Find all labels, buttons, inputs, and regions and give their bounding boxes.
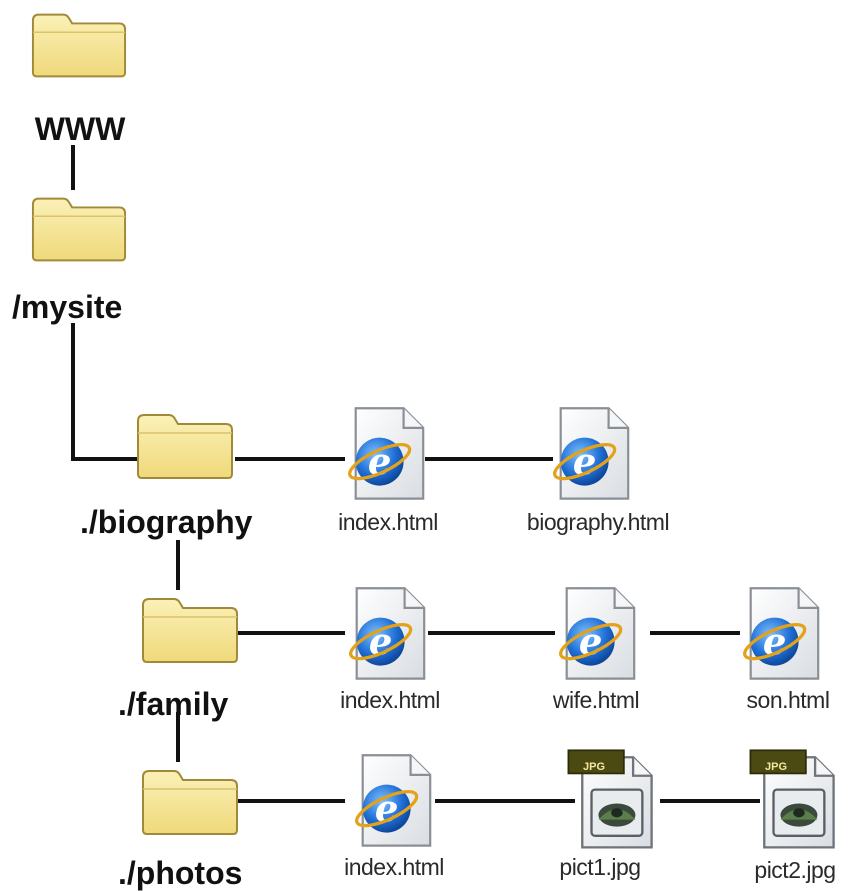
folder-mysite[interactable]: /mysite bbox=[12, 197, 127, 325]
jpg-file-icon bbox=[749, 749, 835, 849]
folder-icon bbox=[31, 197, 127, 262]
html-file-icon bbox=[738, 586, 820, 681]
file-family-son[interactable]: son.html bbox=[738, 586, 830, 713]
jpg-badge: JPG bbox=[765, 761, 787, 773]
folder-label-mysite: /mysite bbox=[12, 289, 122, 325]
file-label: pict2.jpg bbox=[754, 857, 835, 883]
html-file-icon bbox=[350, 753, 432, 848]
file-label: biography.html bbox=[527, 509, 669, 535]
html-file-icon bbox=[554, 586, 636, 681]
file-biography-biography[interactable]: biography.html bbox=[527, 406, 670, 535]
connector-lines bbox=[71, 145, 760, 803]
file-label: pict1.jpg bbox=[559, 854, 640, 880]
folder-icon bbox=[141, 769, 239, 836]
folder-family[interactable]: ./family bbox=[118, 597, 239, 722]
jpg-file-icon bbox=[567, 749, 653, 849]
connector-mysite-biography bbox=[71, 323, 140, 461]
file-label: index.html bbox=[338, 509, 438, 535]
file-photos-index[interactable]: index.html bbox=[344, 753, 444, 880]
folder-label-photos: ./photos bbox=[118, 855, 242, 891]
folder-icon bbox=[31, 13, 127, 78]
folder-label-www: WWW bbox=[35, 111, 126, 147]
html-file-icon bbox=[548, 406, 630, 501]
file-label: index.html bbox=[340, 687, 440, 713]
file-photos-pict2[interactable]: JPG pict2.jpg bbox=[749, 749, 836, 883]
file-label: son.html bbox=[747, 687, 830, 713]
folder-photos[interactable]: ./photos bbox=[118, 769, 242, 891]
folder-biography[interactable]: ./biography bbox=[80, 413, 253, 540]
file-biography-index[interactable]: index.html bbox=[338, 406, 438, 535]
folder-icon bbox=[141, 597, 239, 664]
html-file-icon bbox=[343, 406, 425, 501]
file-family-wife[interactable]: wife.html bbox=[552, 586, 640, 713]
jpg-badge: JPG bbox=[583, 761, 605, 773]
folder-label-family: ./family bbox=[118, 686, 228, 722]
file-label: wife.html bbox=[552, 687, 639, 713]
file-photos-pict1[interactable]: JPG pict1.jpg bbox=[559, 749, 653, 880]
html-file-icon bbox=[344, 586, 426, 681]
file-family-index[interactable]: index.html bbox=[340, 586, 440, 713]
folder-label-biography: ./biography bbox=[80, 504, 253, 540]
folder-icon bbox=[136, 413, 234, 480]
folder-www[interactable]: WWW bbox=[31, 13, 127, 147]
file-label: index.html bbox=[344, 854, 444, 880]
